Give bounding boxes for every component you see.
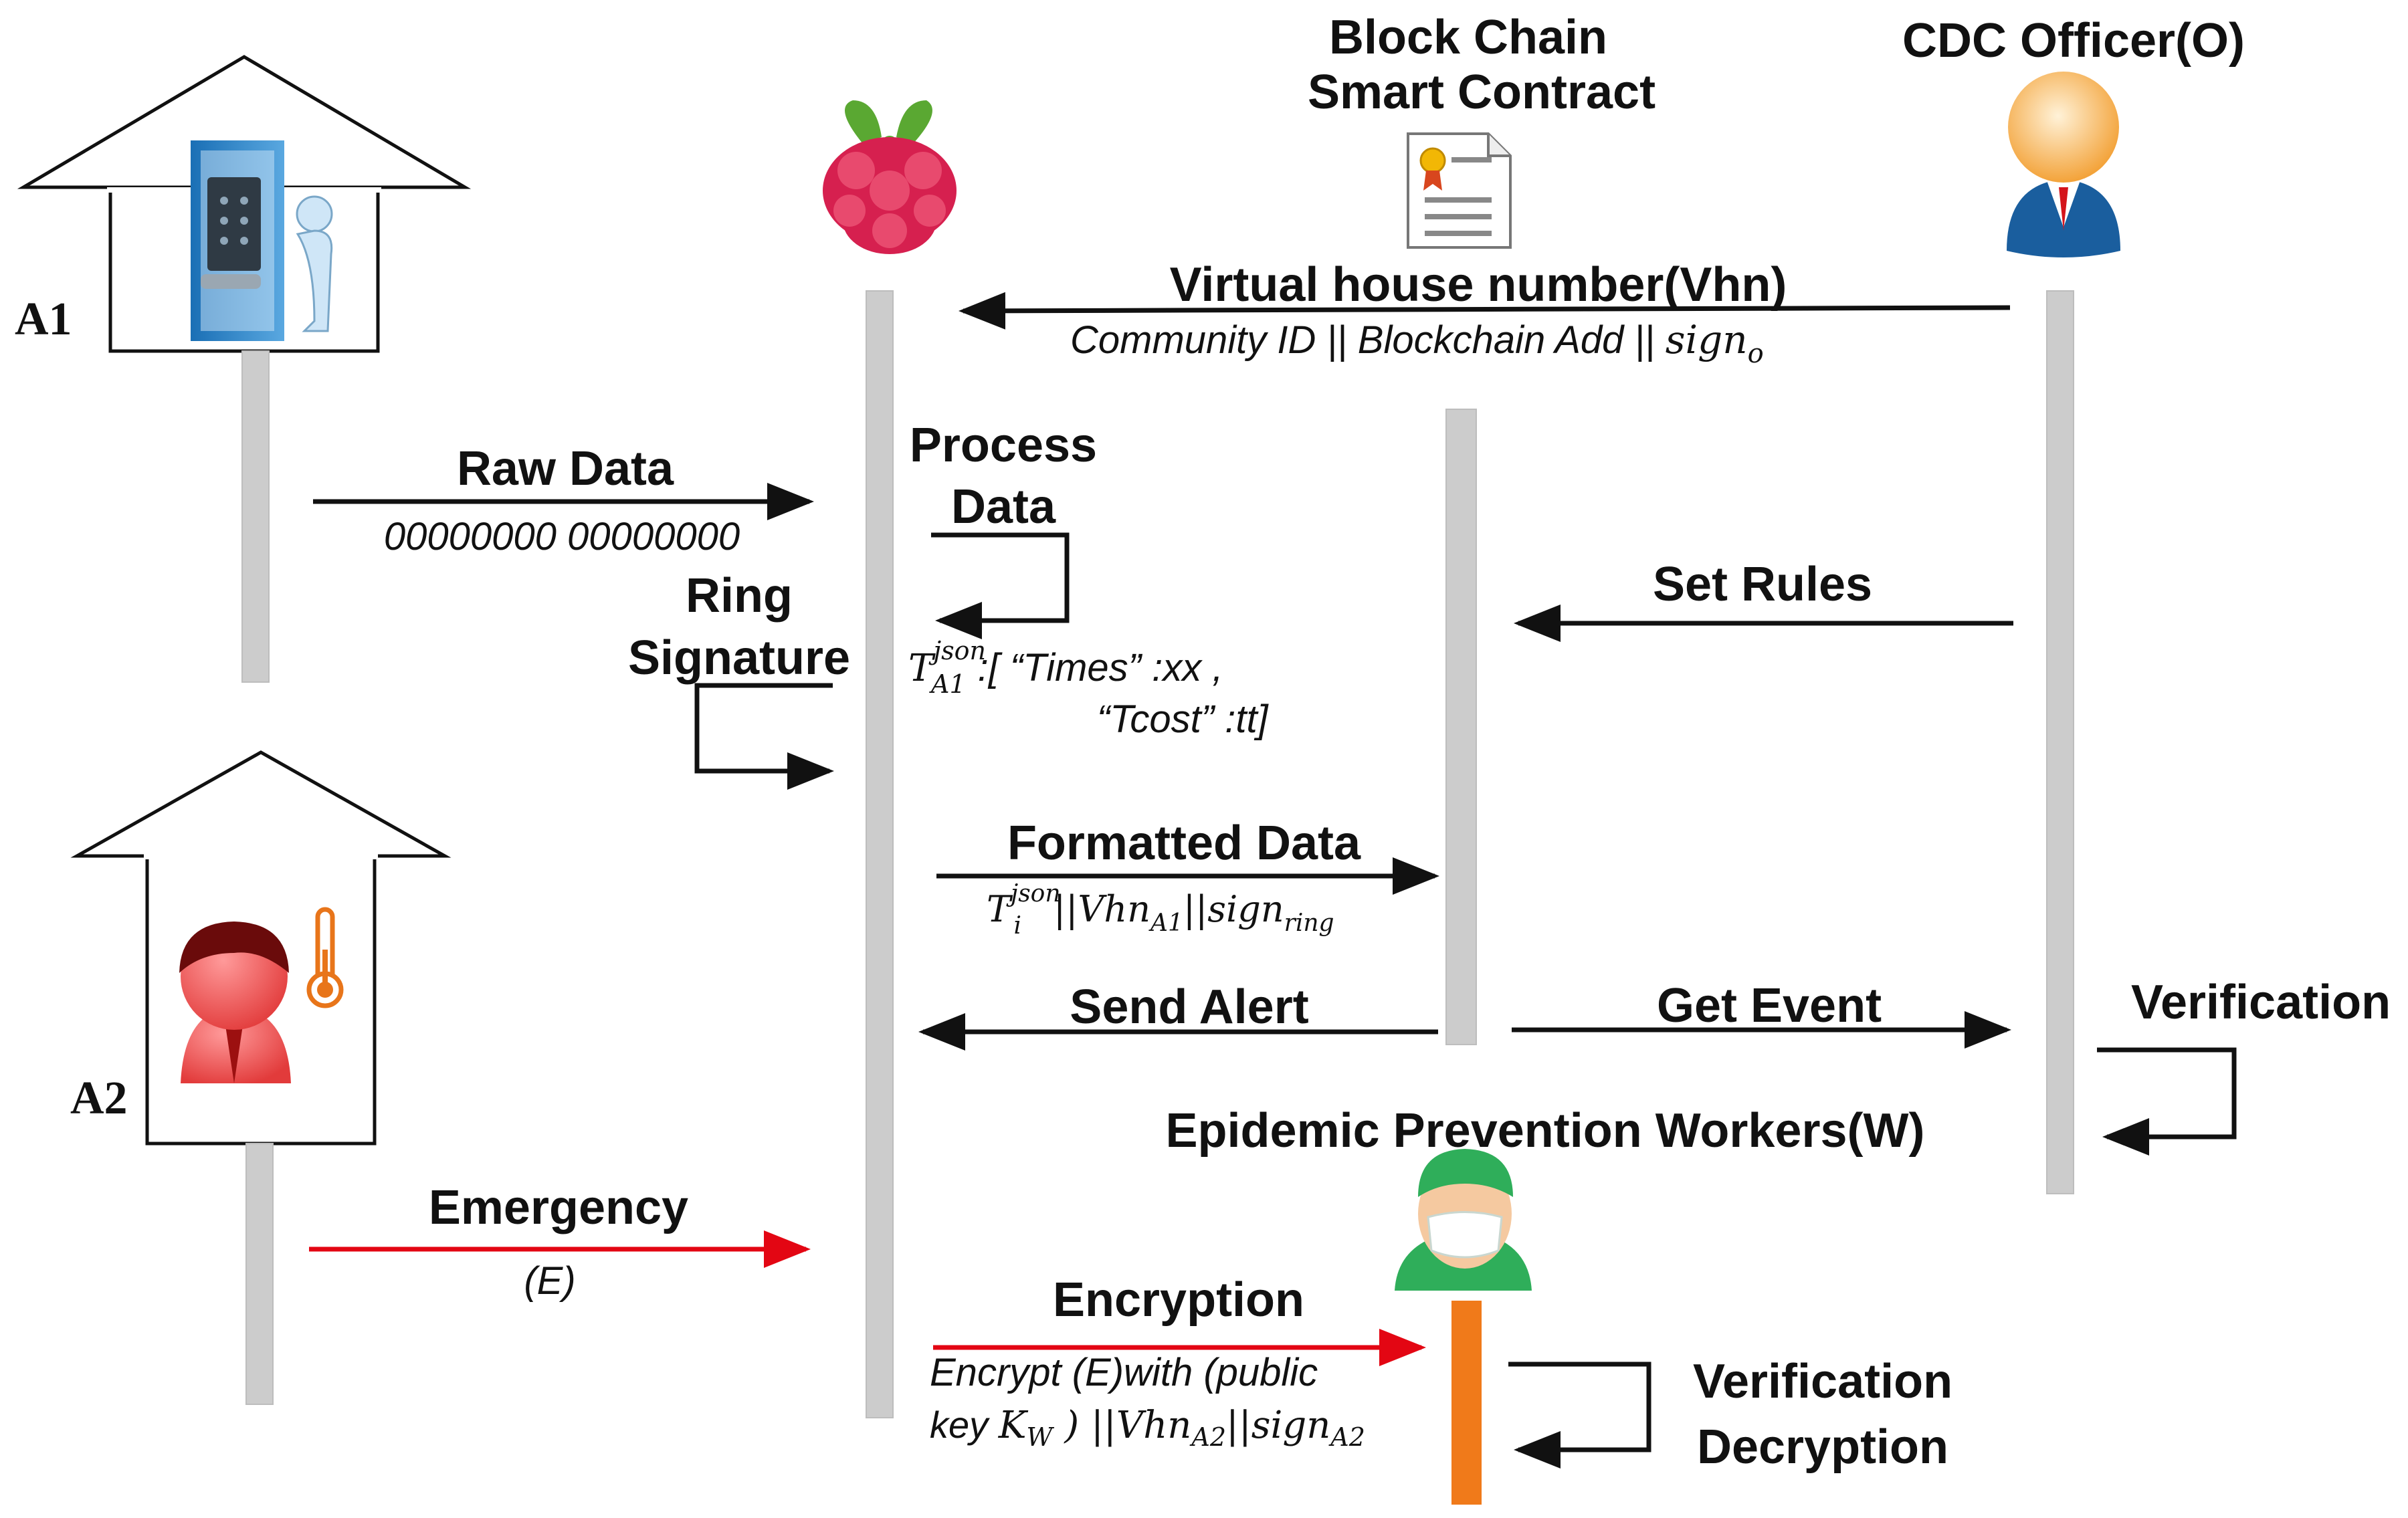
encryption-sub-line2: key KW ) ||VhnA2||signA2 [930,1404,1365,1452]
raspberry-pi-icon [823,100,957,254]
process-data-line1: Process [910,419,1097,472]
formatted-data-title: Formatted Data [1007,817,1361,870]
encryption-title: Encryption [1053,1273,1304,1327]
house-a2-label: A2 [70,1073,128,1124]
blockchain-label-line1: Block Chain [1329,11,1607,64]
blockchain-label-line2: Smart Contract [1308,66,1656,119]
verification-loop [2097,1047,2237,1156]
encryption-sub-line1: Encrypt (E)with (public [930,1351,1318,1394]
cdc-officer-label: CDC Officer(O) [1902,14,2245,68]
raspberry-lifeline [866,290,894,1418]
vhn-message-arrow [959,292,2011,330]
set-rules-title: Set Rules [1653,558,1872,611]
raw-data-title: Raw Data [457,442,674,496]
vhn-message-sub: Community ID || Blockchain Add || signo [1070,317,1764,369]
cdc-lifeline [2046,290,2074,1194]
blockchain-lifeline [1445,409,1477,1045]
worker-lifeline [1451,1301,1482,1505]
house-a1-label: A1 [15,294,72,345]
ring-signature-line1: Ring [686,569,793,623]
verification-decryption-loop [1508,1362,1651,1469]
vhn-message-title: Virtual house number(Vhn) [1170,258,1787,312]
epw-label: Epidemic Prevention Workers(W) [1166,1104,1925,1158]
process-data-loop [931,532,1070,639]
a1-lifeline [241,350,270,683]
get-event-title: Get Event [1657,979,1882,1033]
door-lock-icon [191,140,333,341]
ring-signature-loop [694,683,834,790]
certificate-document-icon [1407,132,1512,249]
fever-person-icon [179,921,291,1083]
a2-lifeline [245,1143,274,1405]
officer-avatar-icon [2007,72,2120,257]
verification-decryption-line1: Verification [1693,1355,1952,1408]
emergency-sub: (E) [524,1259,575,1303]
process-data-line2: Data [951,480,1056,534]
medical-worker-icon [1395,1149,1532,1291]
json-line2: “Tcost” :tt] [1097,697,1270,741]
emergency-title: Emergency [429,1181,688,1234]
ring-signature-line2: Signature [628,631,850,685]
thermometer-icon [306,907,344,1008]
send-alert-title: Send Alert [1070,980,1308,1034]
raw-data-sub: 00000000 00000000 [384,515,740,558]
house-a1-icon [17,55,472,353]
verification-decryption-line2: Decryption [1697,1420,1948,1474]
verification-title: Verification [2131,976,2391,1029]
